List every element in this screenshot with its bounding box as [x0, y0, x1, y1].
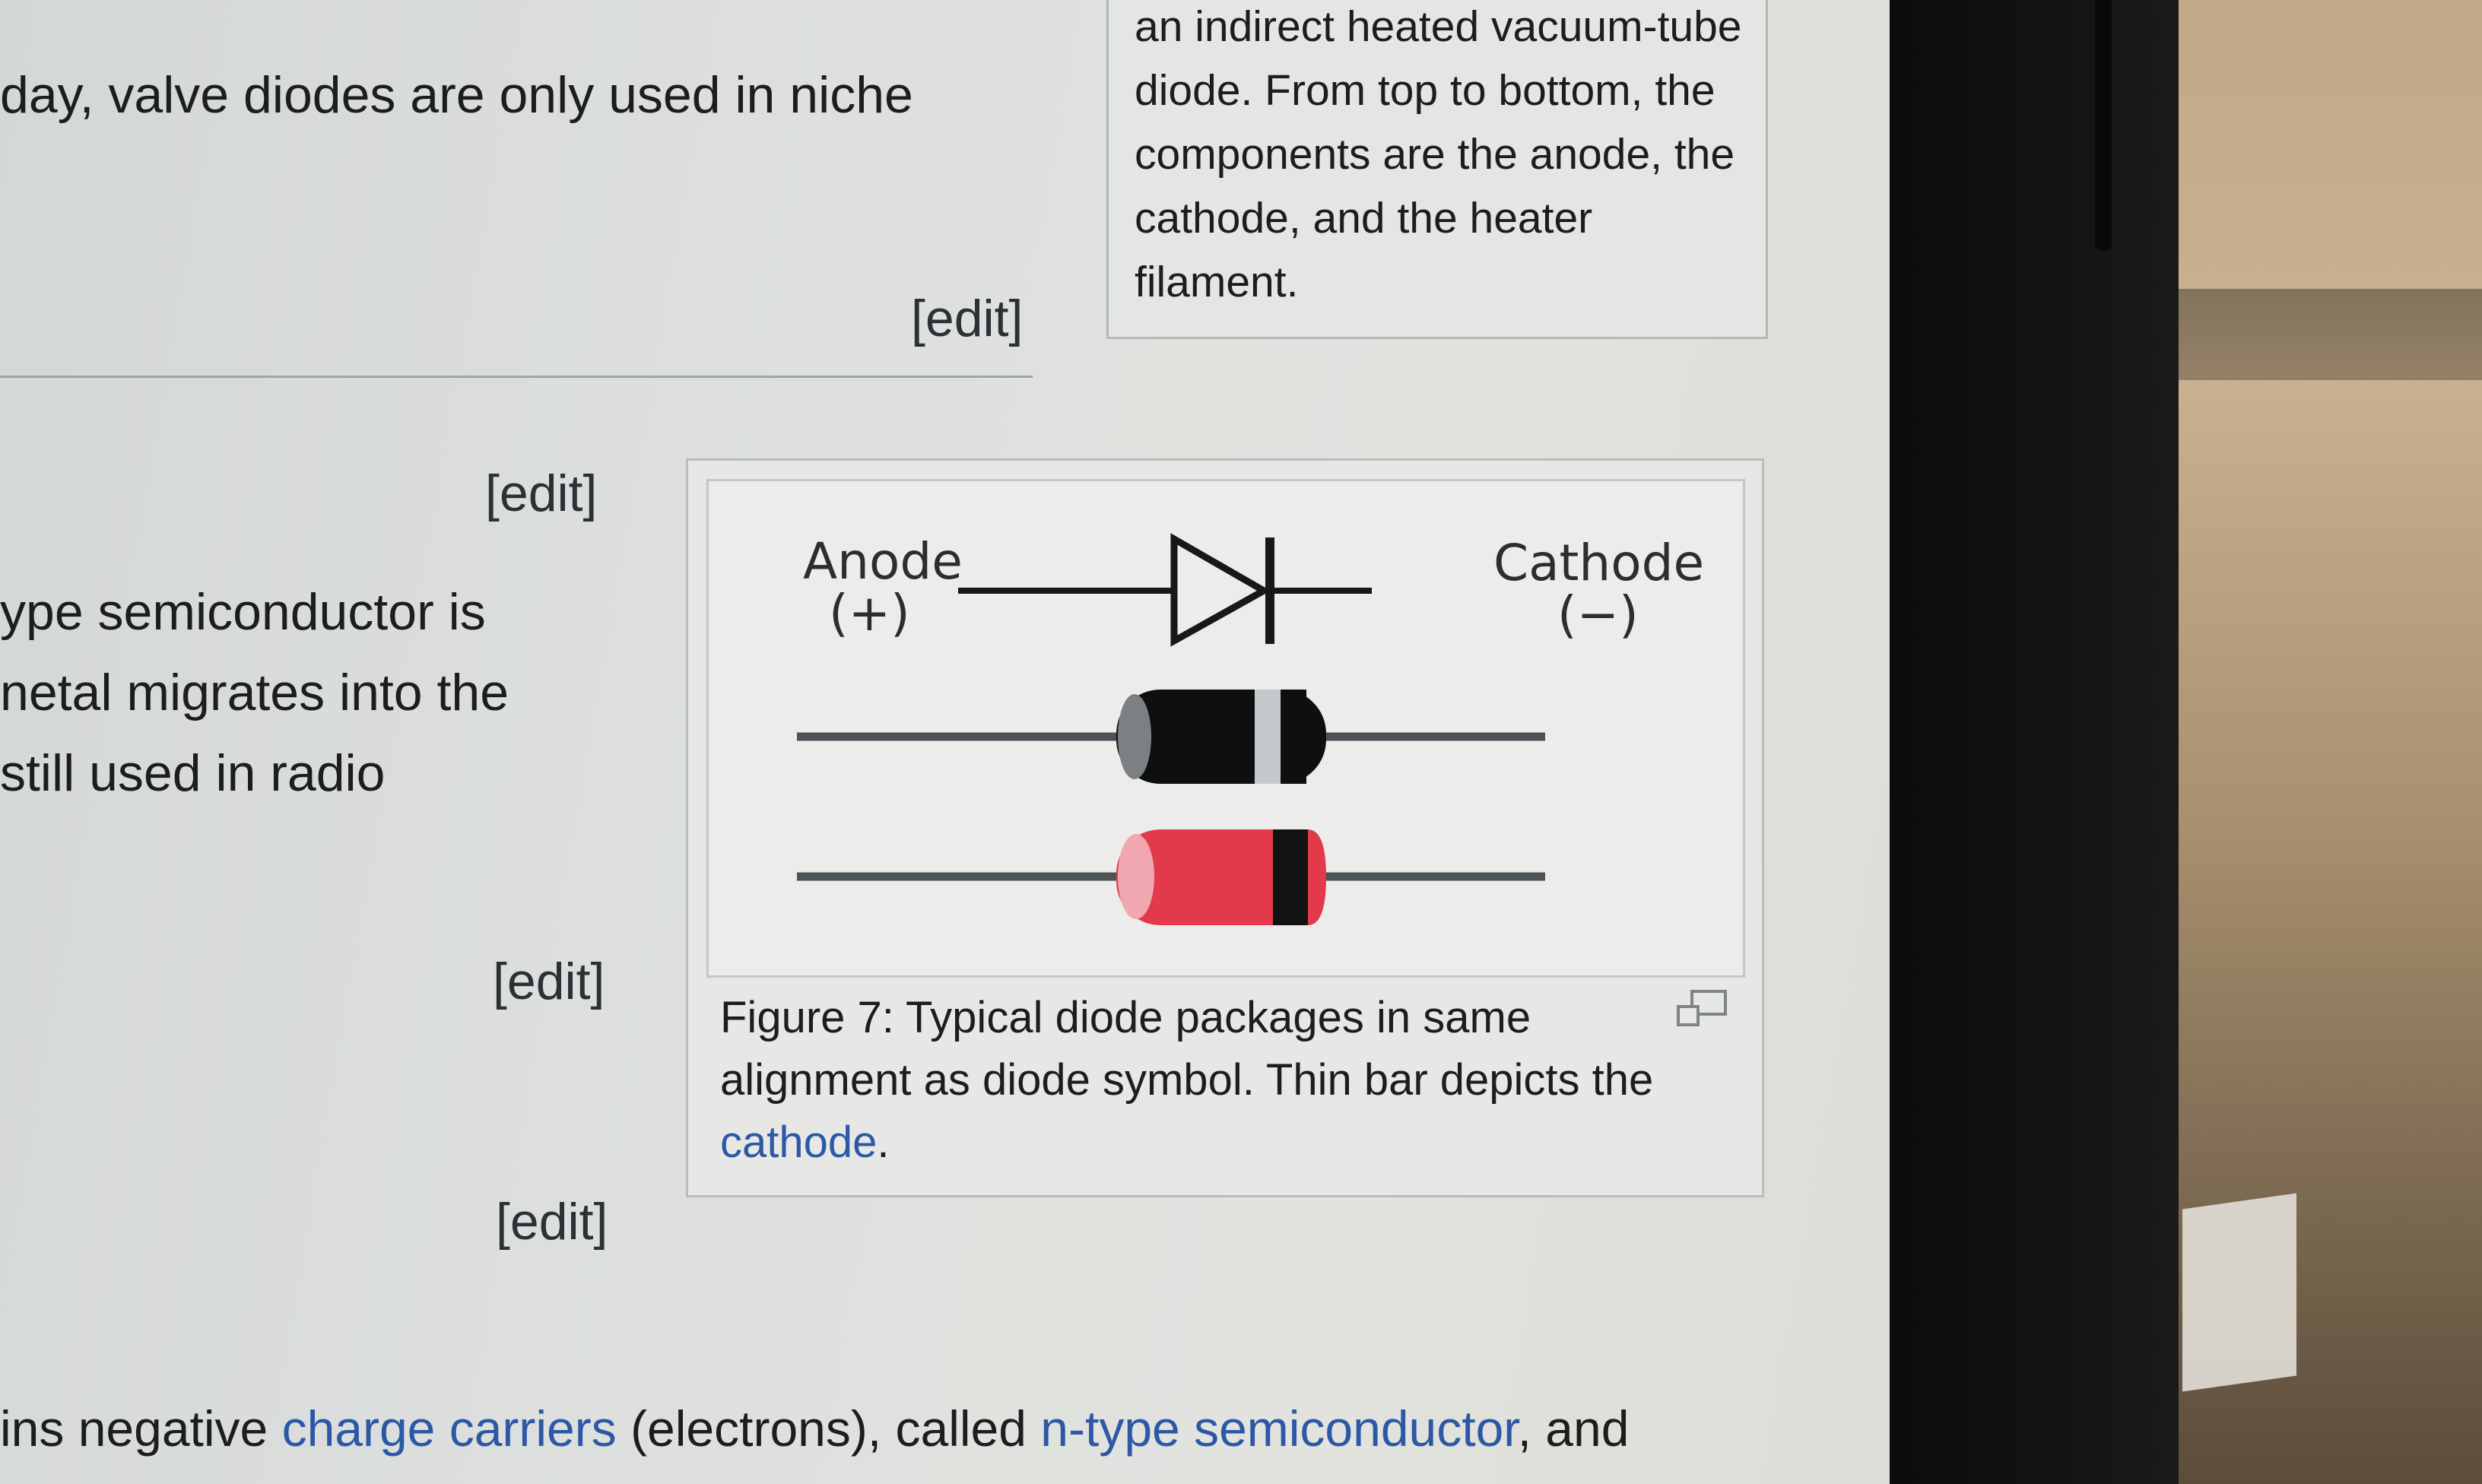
background-paper [2182, 1193, 2296, 1392]
link-n-type-semiconductor[interactable]: n-type semiconductor [1040, 1400, 1518, 1457]
cathode-label: Cathode [1493, 534, 1704, 592]
article-line-top: day, valve diodes are only used in niche [0, 66, 913, 124]
enlarge-icon[interactable] [1675, 987, 1728, 1029]
browser-page: day, valve diodes are only used in niche… [0, 0, 1890, 1484]
diode-symbol [958, 533, 1372, 647]
thumbnail-caption-box: an indirect heated vacuum-tube diode. Fr… [1106, 0, 1768, 339]
monitor-bezel [1890, 0, 2179, 1484]
article-line-bottom: ins negative charge carriers (electrons)… [0, 1388, 1629, 1469]
edit-link-2[interactable]: [edit] [485, 465, 598, 522]
cathode-sign: (−) [1557, 585, 1639, 644]
figure-7-caption-text: Figure 7: Typical diode packages in same… [720, 993, 1654, 1105]
edit-link-4[interactable]: [edit] [496, 1193, 608, 1251]
diode-packages-image[interactable]: Anode (+) Cathode (−) [706, 479, 1745, 978]
background-ledge [2179, 289, 2482, 380]
bezel-shadow [2095, 0, 2112, 251]
figure-7-thumbnail: Anode (+) Cathode (−) [686, 458, 1764, 1197]
edit-link-3[interactable]: [edit] [493, 953, 605, 1010]
link-charge-carriers[interactable]: charge carriers [281, 1400, 617, 1457]
thumbnail-caption-text: an indirect heated vacuum-tube diode. Fr… [1135, 2, 1742, 306]
bottom-text-mid: (electrons), called [616, 1400, 1041, 1457]
article-line-mid-1: ype semiconductor is [0, 583, 486, 641]
edit-link-1[interactable]: [edit] [911, 290, 1024, 347]
bottom-text-post: , and [1517, 1400, 1630, 1457]
article-line-mid-2: netal migrates into the [0, 664, 509, 721]
caption-period: . [877, 1118, 890, 1167]
figure-7-caption: Figure 7: Typical diode packages in same… [720, 987, 1671, 1174]
anode-sign: (+) [829, 584, 910, 642]
diode-illustration: Anode (+) Cathode (−) [797, 532, 1704, 925]
bottom-text-pre: ins negative [0, 1400, 282, 1457]
article-line-mid-3: still used in radio [0, 744, 386, 802]
red-diode-package [797, 829, 1545, 925]
section-divider [0, 376, 1033, 378]
black-diode-package [797, 690, 1545, 784]
anode-label: Anode [803, 532, 963, 591]
link-cathode[interactable]: cathode [720, 1118, 878, 1167]
